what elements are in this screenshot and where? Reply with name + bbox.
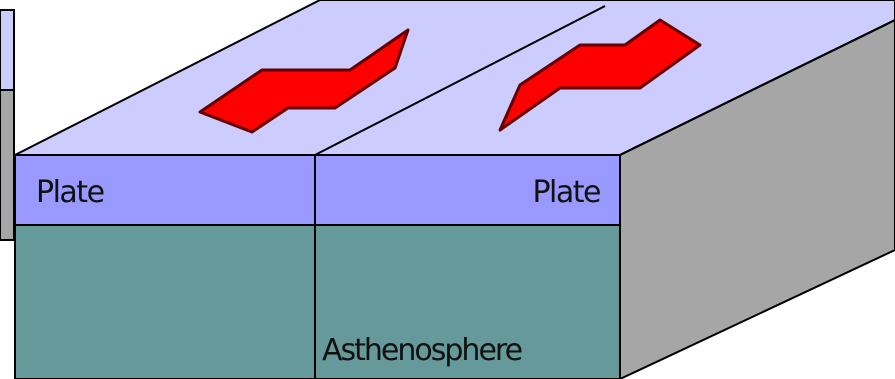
adjacent-block-fragment xyxy=(0,10,14,240)
plate-left-label: Plate xyxy=(36,175,104,210)
plate-right-label: Plate xyxy=(532,175,600,210)
asthenosphere-label: Asthenosphere xyxy=(322,333,522,368)
asthenosphere-left-front xyxy=(15,225,315,379)
